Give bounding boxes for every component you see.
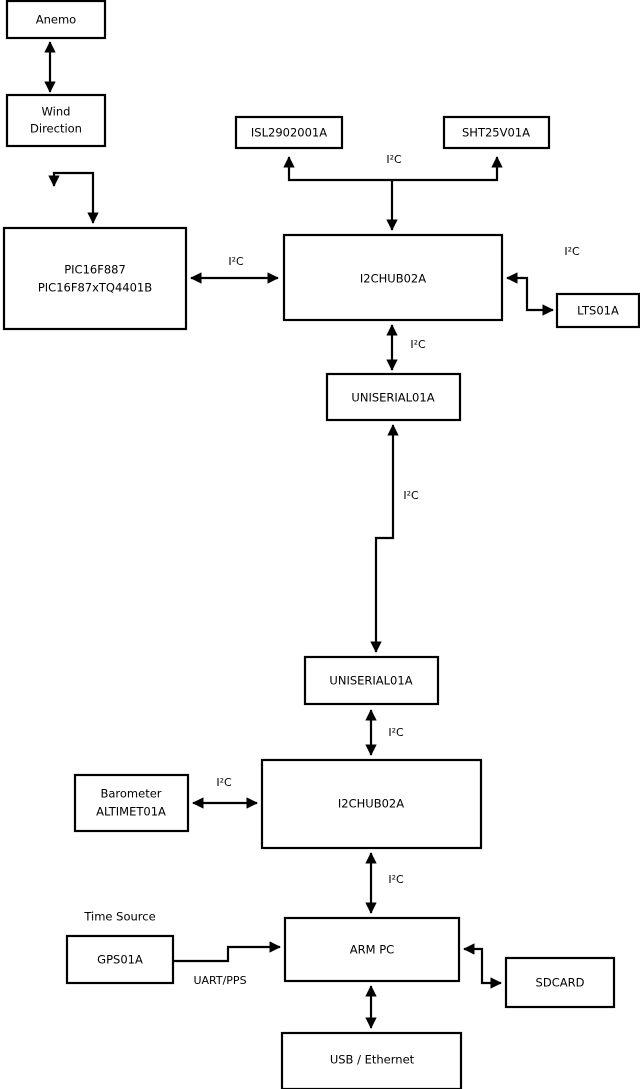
edge-label-hubbot-armpc: I²C [388, 873, 404, 886]
node-box[interactable] [2, 226, 188, 331]
node-pic-mcu[interactable]: PIC16F887 PIC16F87xTQ4401B [2, 226, 188, 331]
edge-hubbot-armpc: I²C [365, 852, 404, 914]
node-usb-ethernet[interactable]: USB / Ethernet [280, 1031, 463, 1089]
edge-barometer-hubbot: I²C [192, 776, 258, 809]
node-box[interactable] [73, 773, 190, 833]
node-i2chub02a-top[interactable]: I2CHUB02A [282, 233, 504, 322]
edge-label-pic-hub: I²C [228, 255, 244, 268]
node-box[interactable] [283, 916, 461, 983]
node-i2chub02a-bottom[interactable]: I2CHUB02A [260, 758, 483, 850]
edge-label-hub-lts: I²C [564, 245, 580, 258]
node-label-wind-direction-line2: Direction [30, 122, 82, 136]
node-box[interactable] [5, 0, 107, 40]
node-lts01a[interactable]: LTS01A [555, 292, 640, 329]
node-label-barometer-line2: ALTIMET01A [96, 805, 166, 819]
edge-label-gps-armpc: UART/PPS [193, 974, 246, 987]
edge-path [370, 424, 399, 653]
edge-hubtop-lts: I²C [506, 245, 580, 316]
node-barometer-altimet01a[interactable]: Barometer ALTIMET01A [73, 773, 190, 833]
edge-gps-armpc: UART/PPS [173, 941, 281, 987]
node-label-wind-direction-line1: Wind [42, 105, 71, 119]
node-label-arm-pc: ARM PC [350, 943, 394, 957]
node-box[interactable] [280, 1031, 463, 1089]
node-box[interactable] [260, 758, 483, 850]
node-label-gps01a: GPS01A [97, 953, 143, 967]
edge-uniserialbot-hubbot: I²C [365, 709, 404, 756]
node-box[interactable] [325, 372, 462, 422]
node-label-sht25v01a: SHT25V01A [462, 126, 530, 140]
edge-path [463, 943, 502, 989]
edge-hubtop-isl-sht: I²C [283, 153, 503, 231]
node-anemo[interactable]: Anemo [5, 0, 107, 40]
edge-uniserialtop-uniserialbot: I²C [370, 424, 419, 653]
label-time-source: Time Source [83, 910, 155, 924]
node-uniserial01a-top[interactable]: UNISERIAL01A [325, 372, 462, 422]
node-label-sdcard: SDCARD [536, 976, 585, 990]
node-isl2902001a[interactable]: ISL2902001A [234, 115, 344, 150]
node-box[interactable] [65, 934, 175, 985]
edge-label-baro-hubbot: I²C [216, 776, 232, 789]
node-label-anemo: Anemo [36, 13, 76, 27]
edge-label-isl-sht: I²C [386, 153, 402, 166]
edge-label-uniserial-hubbot: I²C [388, 726, 404, 739]
node-label-usb-ethernet: USB / Ethernet [330, 1053, 415, 1067]
node-label-i2chub02a-bottom: I2CHUB02A [338, 797, 404, 811]
edge-label-uniserial-uniserial: I²C [403, 489, 419, 502]
edge-path [173, 941, 281, 963]
edge-label-hub-uniserial: I²C [410, 338, 426, 351]
node-label-pic-line1: PIC16F887 [64, 263, 126, 277]
node-label-barometer-line1: Barometer [100, 787, 161, 801]
node-label-i2chub02a-top: I2CHUB02A [360, 272, 426, 286]
node-box[interactable] [555, 292, 640, 329]
node-label-isl2902001a: ISL2902001A [251, 126, 327, 140]
node-box[interactable] [504, 956, 616, 1009]
node-label-lts01a: LTS01A [577, 304, 619, 318]
node-arm-pc[interactable]: ARM PC [283, 916, 461, 983]
edge-hubtop-uniserialtop: I²C [386, 324, 426, 371]
node-wind-direction[interactable]: Wind Direction [5, 93, 107, 148]
node-box[interactable] [5, 93, 107, 148]
node-sht25v01a[interactable]: SHT25V01A [442, 115, 551, 150]
node-box[interactable] [234, 115, 344, 150]
node-label-uniserial01a-bottom: UNISERIAL01A [329, 674, 412, 688]
node-box[interactable] [303, 655, 440, 706]
node-box[interactable] [442, 115, 551, 150]
node-sdcard[interactable]: SDCARD [504, 956, 616, 1009]
node-label-pic-line2: PIC16F87xTQ4401B [38, 281, 152, 295]
edge-path [506, 272, 554, 316]
node-label-uniserial01a-top: UNISERIAL01A [351, 391, 434, 405]
edge-winddirection-pic [48, 171, 99, 224]
edge-pic-hubtop: I²C [190, 255, 279, 284]
edge-armpc-sdcard [463, 943, 502, 989]
edge-path [48, 171, 99, 224]
node-box[interactable] [282, 233, 504, 322]
node-gps01a[interactable]: GPS01A [65, 934, 175, 985]
node-uniserial01a-bottom[interactable]: UNISERIAL01A [303, 655, 440, 706]
